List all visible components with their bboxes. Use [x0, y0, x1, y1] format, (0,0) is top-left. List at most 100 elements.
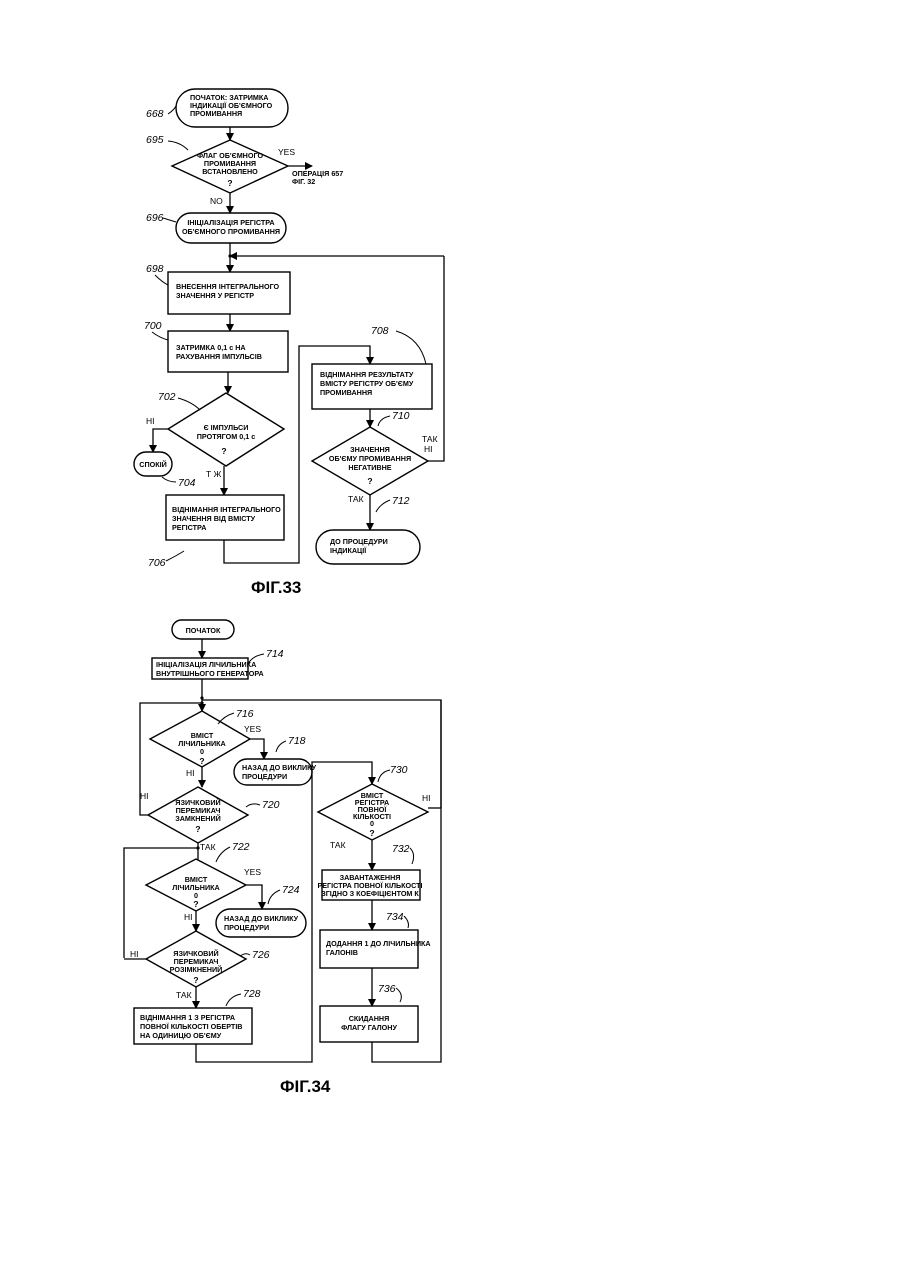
d716-yes-label: YES	[244, 724, 261, 734]
fig34-increment-gallon-counter: ДОДАННЯ 1 ДО ЛІЧИЛЬНИКА ГАЛОНІВ 734	[320, 911, 431, 968]
ref-734: 734	[386, 911, 404, 923]
fig34-start-terminal: ПОЧАТОК	[172, 620, 234, 639]
fig34-flowchart: ПОЧАТОК ІНІЦІАЛІЗАЦІЯ ЛІЧИЛЬНИКА ВНУТРІШ…	[124, 620, 441, 1096]
n714-line1: ІНІЦІАЛІЗАЦІЯ ЛІЧИЛЬНИКА	[156, 660, 256, 669]
ref-730: 730	[390, 764, 408, 776]
d730-yes-label: ТАК	[330, 840, 346, 850]
n734-line1: ДОДАННЯ 1 ДО ЛІЧИЛЬНИКА	[326, 939, 431, 948]
ref-732: 732	[392, 843, 410, 855]
d710-line1: ЗНАЧЕННЯ	[350, 445, 390, 454]
d702-line2: ПРОТЯГОМ 0,1 с	[197, 432, 255, 441]
n708-line3: ПРОМИВАННЯ	[320, 388, 372, 397]
n712-line2: ІНДИКАЦІЇ	[330, 546, 367, 555]
d695-question: ?	[227, 178, 232, 188]
d710-right-bottom-label: НІ	[424, 444, 433, 454]
fig33-decision-volume-flush-flag: ФЛАГ ОБ'ЄМНОГО ПРОМИВАННЯ ВСТАНОВЛЕНО ? …	[146, 134, 295, 206]
d722-question: ?	[193, 899, 198, 909]
d726-question: ?	[193, 975, 198, 985]
d730-line5: 0	[370, 819, 374, 828]
ref-726: 726	[252, 949, 270, 961]
d710-question: ?	[367, 476, 372, 486]
n706-line2: ЗНАЧЕННЯ ВІД ВМІСТУ	[172, 514, 256, 523]
fig33-start-line3: ПРОМИВАННЯ	[190, 109, 242, 118]
ref-704: 704	[178, 477, 196, 489]
n696-line1: ІНІЦІАЛІЗАЦІЯ РЕГІСТРА	[187, 218, 274, 227]
d720-yes-label: ТАК	[200, 842, 216, 852]
n700-line2: РАХУВАННЯ ІМПУЛЬСІВ	[176, 352, 262, 361]
fig34-caption: ФІГ.34	[280, 1077, 331, 1096]
ref-708: 708	[371, 325, 389, 337]
n718-line1: НАЗАД ДО ВИКЛИКУ	[242, 763, 317, 772]
d710-yes-label: ТАК	[348, 494, 364, 504]
n706-line1: ВІДНІМАННЯ ІНТЕГРАЛЬНОГО	[172, 505, 281, 514]
fig33-caption: ФІГ.33	[251, 578, 301, 597]
n700-line1: ЗАТРИМКА 0,1 с НА	[176, 343, 246, 352]
fig33-to-display-procedure: ДО ПРОЦЕДУРИ ІНДИКАЦІЇ 712	[316, 495, 420, 564]
fig34-decision-total-register-zero: ВМІСТ РЕГІСТРА ПОВНОЇ КІЛЬКОСТІ 0 ? 730 …	[318, 764, 431, 850]
n718-line2: ПРОЦЕДУРИ	[242, 772, 287, 781]
d695-no-label: NO	[210, 196, 223, 206]
ref-710: 710	[392, 410, 410, 422]
n714-line2: ВНУТРІШНЬОГО ГЕНЕРАТОРА	[156, 669, 264, 678]
ref-706: 706	[148, 557, 166, 569]
fig33-start-terminal: ПОЧАТОК: ЗАТРИМКА ІНДИКАЦІЇ ОБ'ЄМНОГО ПР…	[146, 89, 288, 127]
n736-line2: ФЛАГУ ГАЛОНУ	[341, 1023, 397, 1032]
d730-no-label: НІ	[422, 793, 431, 803]
n696-line2: ОБ'ЄМНОГО ПРОМИВАННЯ	[182, 227, 280, 236]
n728-line3: НА ОДИНИЦЮ ОБ'ЄМУ	[140, 1031, 222, 1040]
n736-line1: СКИДАННЯ	[349, 1014, 390, 1023]
ref-722: 722	[232, 841, 250, 853]
fig33-delay-pulse-count: ЗАТРИМКА 0,1 с НА РАХУВАННЯ ІМПУЛЬСІВ 70…	[144, 320, 288, 372]
n728-line1: ВІДНІМАННЯ 1 З РЕГІСТРА	[140, 1013, 235, 1022]
d716-question: ?	[199, 756, 204, 766]
fig34-load-total-register: ЗАВАНТАЖЕННЯ РЕГІСТРА ПОВНОЇ КІЛЬКОСТІ З…	[317, 843, 422, 900]
d726-no-label: НІ	[130, 949, 139, 959]
fig34-return-terminal-a: НАЗАД ДО ВИКЛИКУ ПРОЦЕДУРИ 718	[234, 735, 317, 785]
n698-line1: ВНЕСЕННЯ ІНТЕГРАЛЬНОГО	[176, 282, 280, 291]
d702-yes-label: Т Ж	[206, 469, 222, 479]
d702-line1: Є ІМПУЛЬСИ	[204, 423, 249, 432]
fig33-idle-terminal: СПОКІЙ 704	[134, 452, 196, 489]
fig33-goto-operation-657: ОПЕРАЦІЯ 657 ФІГ. 32	[292, 169, 343, 186]
fig34-start-label: ПОЧАТОК	[186, 626, 221, 635]
fig33-subtract-integral: ВІДНІМАННЯ ІНТЕГРАЛЬНОГО ЗНАЧЕННЯ ВІД ВМ…	[148, 495, 284, 569]
d695-yes-label: YES	[278, 147, 295, 157]
ref-712: 712	[392, 495, 410, 507]
fig34-reset-gallon-flag: СКИДАННЯ ФЛАГУ ГАЛОНУ 736	[320, 983, 418, 1042]
ref-698: 698	[146, 263, 164, 275]
d730-question: ?	[369, 828, 374, 838]
ref-718: 718	[288, 735, 306, 747]
ref-720: 720	[262, 799, 280, 811]
n724-line2: ПРОЦЕДУРИ	[224, 923, 269, 932]
ref-702: 702	[158, 391, 176, 403]
d702-question: ?	[221, 446, 226, 456]
d710-right-top-label: ТАК	[422, 434, 438, 444]
ref-716: 716	[236, 708, 254, 720]
fig33-decision-negative: ЗНАЧЕННЯ ОБ'ЄМУ ПРОМИВАННЯ НЕГАТИВНЕ ? 7…	[312, 410, 438, 504]
fig34-subtract-revolution-register: ВІДНІМАННЯ 1 З РЕГІСТРА ПОВНОЇ КІЛЬКОСТІ…	[134, 988, 261, 1044]
n712-line1: ДО ПРОЦЕДУРИ	[330, 537, 388, 546]
fig33-flowchart: ПОЧАТОК: ЗАТРИМКА ІНДИКАЦІЇ ОБ'ЄМНОГО ПР…	[134, 89, 444, 597]
d720-line3: ЗАМКНЕНИЙ	[175, 814, 221, 823]
d720-question: ?	[195, 824, 200, 834]
ref-700: 700	[144, 320, 162, 332]
n734-line2: ГАЛОНІВ	[326, 948, 358, 957]
ref-724: 724	[282, 884, 300, 896]
d722-yes-label: YES	[244, 867, 261, 877]
fig33-subtract-result: ВІДНІМАННЯ РЕЗУЛЬТАТУ ВМІСТУ РЕГІСТРУ ОБ…	[312, 325, 432, 409]
n708-line2: ВМІСТУ РЕГІСТРУ ОБ'ЄМУ	[320, 379, 414, 388]
ref-728: 728	[243, 988, 261, 1000]
d720-no-label: НІ	[140, 791, 149, 801]
ref-714: 714	[266, 648, 284, 660]
d726-line3: РОЗІМКНЕНИЙ	[170, 965, 223, 974]
d716-line3: 0	[200, 747, 204, 756]
fig33-init-register: ІНІЦІАЛІЗАЦІЯ РЕГІСТРА ОБ'ЄМНОГО ПРОМИВА…	[146, 212, 286, 243]
fig34-init-generator-counter: ІНІЦІАЛІЗАЦІЯ ЛІЧИЛЬНИКА ВНУТРІШНЬОГО ГЕ…	[152, 648, 284, 679]
n724-line1: НАЗАД ДО ВИКЛИКУ	[224, 914, 299, 923]
ref-668: 668	[146, 108, 164, 120]
d695-line3: ВСТАНОВЛЕНО	[202, 167, 258, 176]
ref-736: 736	[378, 983, 396, 995]
fig34-decision-reed-closed: ЯЗИЧКОВИЙ ПЕРЕМИКАЧ ЗАМКНЕНИЙ ? 720 НІ Т…	[140, 787, 280, 852]
